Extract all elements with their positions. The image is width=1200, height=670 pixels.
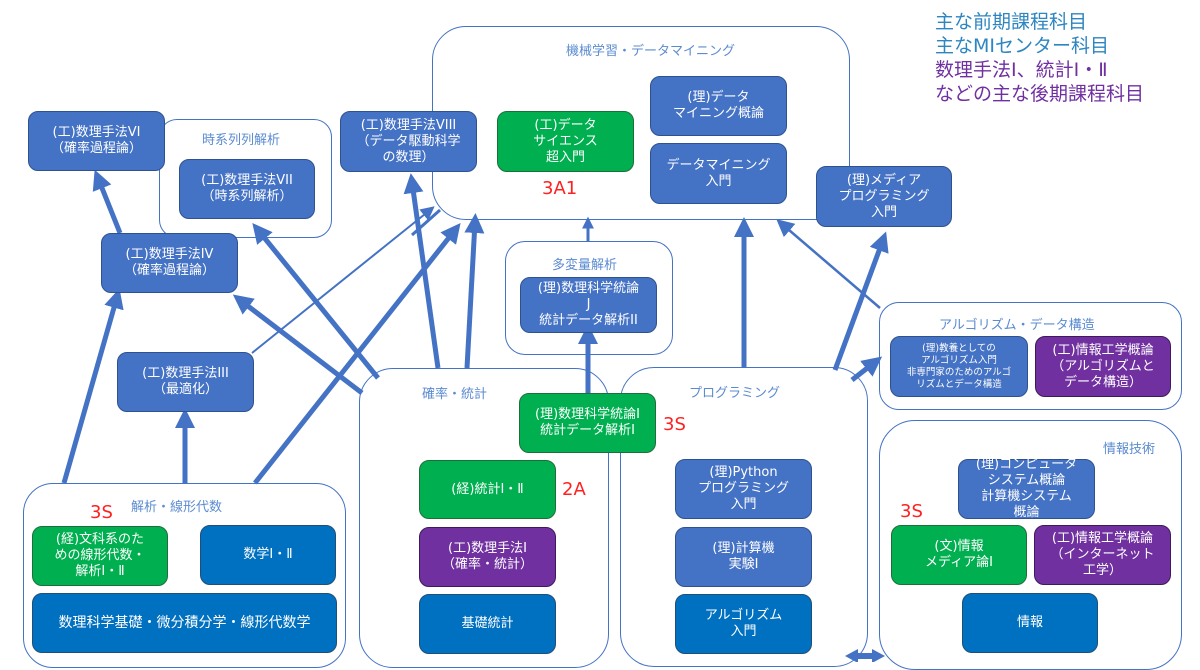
- badge-analysis: 3S: [90, 502, 113, 523]
- group-title-info: 情報技術: [1103, 442, 1156, 457]
- node-algo-intro[interactable]: アルゴリズム 入門: [675, 594, 812, 654]
- node-python[interactable]: (理)Python プログラミング 入門: [675, 459, 812, 519]
- group-ml: 機械学習・データマイニング: [432, 26, 850, 220]
- node-m7[interactable]: (工)数理手法VII （時系列解析）: [179, 159, 315, 219]
- node-basic-stat[interactable]: 基礎統計: [419, 594, 556, 654]
- arrow-prob-to-ml: [464, 213, 485, 369]
- node-math12[interactable]: 数学Ⅰ・Ⅱ: [200, 525, 336, 585]
- group-title-timeseries: 時系列列解析: [202, 133, 281, 148]
- node-stat-j[interactable]: (理)数理科学統論 J 統計データ解析II: [520, 277, 657, 333]
- node-dm-intro[interactable]: データマイニング 入門: [650, 143, 787, 204]
- node-m8[interactable]: (工)数理手法VIII （データ駆動科学 の数理）: [340, 111, 477, 172]
- node-infoeng-net[interactable]: (工)情報工学概論 （インターネット 工学）: [1034, 525, 1171, 585]
- legend-line-2: 主なMIセンター科目: [935, 35, 1109, 57]
- badge-econ-stat: 2A: [562, 479, 586, 500]
- badge-stat-i: 3S: [663, 414, 686, 435]
- node-m1[interactable]: (工)数理手法Ⅰ （確率・統計）: [419, 527, 556, 587]
- node-stat-i[interactable]: (理)数理科学統論I 統計データ解析I: [519, 393, 656, 453]
- arrow-analysis-to-m4: [61, 288, 124, 484]
- node-info[interactable]: 情報: [962, 593, 1098, 653]
- node-dm-overview[interactable]: (理)データ マイニング概論: [650, 76, 787, 136]
- node-m3[interactable]: (工)数理手法III （最適化）: [117, 352, 254, 412]
- node-comp-sys[interactable]: (理)コンピュータ システム概論 計算機システム 概論: [958, 457, 1095, 520]
- node-econ-stat[interactable]: (経)統計Ⅰ・Ⅱ: [419, 460, 556, 519]
- group-title-multivariate: 多変量解析: [552, 258, 618, 273]
- arrow-m8-branch: [411, 208, 441, 237]
- legend-line-3: 数理手法Ⅰ、統計Ⅰ・Ⅱ: [935, 59, 1108, 81]
- node-m6[interactable]: (工)数理手法VI （確率過程論）: [28, 111, 165, 171]
- node-computer-exp[interactable]: (理)計算機 実験Ⅰ: [675, 527, 812, 587]
- arrow-m4-to-m6: [92, 169, 123, 234]
- node-econ-linalg[interactable]: (経)文科系のた めの線形代数・ 解析Ⅰ・Ⅱ: [32, 526, 168, 586]
- node-algo-liberal[interactable]: (理)教養としての アルゴリズム入門 非専門家のためのアルゴ リズムとデータ構造: [890, 336, 1028, 397]
- legend: 主な前期課程科目 主なMIセンター科目 数理手法Ⅰ、統計Ⅰ・Ⅱ などの主な後期課…: [935, 10, 1144, 106]
- arrow-prog-to-media: [832, 231, 889, 371]
- group-title-prog: プログラミング: [689, 386, 781, 401]
- arrow-prob-to-m8: [403, 173, 441, 369]
- node-m4[interactable]: (工)数理手法IV （確率過程論）: [101, 233, 238, 293]
- arrow-prob-to-m7: [252, 223, 380, 380]
- arrow-prob-to-m4: [232, 294, 364, 395]
- node-math-base[interactable]: 数理科学基礎・微分積分学・線形代数学: [32, 593, 337, 653]
- legend-line-4: などの主な後期課程科目: [935, 83, 1145, 105]
- arrow-algo-to-ml: [776, 219, 881, 309]
- badge-ml: 3A1: [542, 178, 578, 199]
- legend-line-1: 主な前期課程科目: [935, 11, 1088, 33]
- group-title-algo: アルゴリズム・データ構造: [939, 318, 1095, 333]
- group-title-ml: 機械学習・データマイニング: [566, 44, 736, 59]
- group-title-analysis: 解析・線形代数: [131, 500, 223, 515]
- node-ds-intro[interactable]: (工)データ サイエンス 超入門: [497, 111, 634, 172]
- group-timeseries: 時系列列解析: [159, 119, 332, 238]
- node-infoeng-algo[interactable]: (工)情報工学概論 （アルゴリズムと データ構造）: [1035, 336, 1171, 397]
- group-title-prob: 確率・統計: [422, 387, 488, 402]
- node-media-theory[interactable]: (文)情報 メディア論Ⅰ: [891, 525, 1027, 585]
- badge-info: 3S: [900, 501, 923, 522]
- node-media-prog[interactable]: (理)メディア プログラミング 入門: [816, 166, 952, 227]
